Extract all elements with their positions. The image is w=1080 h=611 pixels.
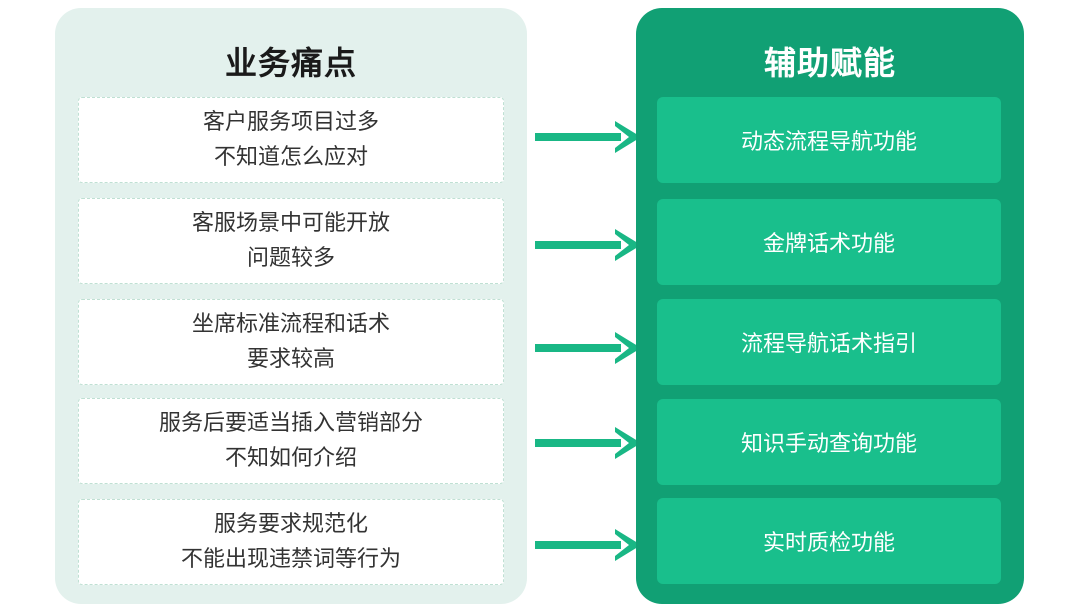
- right-arrow-icon: [535, 332, 641, 364]
- right-arrow-icon: [535, 229, 641, 261]
- pain-point-card: 客户服务项目过多 不知道怎么应对: [78, 97, 504, 183]
- pain-point-card: 坐席标准流程和话术 要求较高: [78, 299, 504, 385]
- pain-point-line: 服务要求规范化: [213, 512, 368, 537]
- function-card: 知识手动查询功能: [657, 399, 1001, 485]
- function-card: 动态流程导航功能: [657, 97, 1001, 183]
- pain-point-line: 问题较多: [246, 246, 335, 271]
- pain-point-line: 不知道怎么应对: [213, 145, 368, 170]
- enablement-panel: 辅助赋能 动态流程导航功能 金牌话术功能 流程导航话术指引 知识手动查询功能 实…: [636, 8, 1024, 604]
- pain-point-line: 客户服务项目过多: [202, 110, 379, 135]
- pain-point-line: 客服场景中可能开放: [191, 211, 390, 236]
- pain-points-title: 业务痛点: [224, 44, 357, 82]
- pain-point-line: 不能出现违禁词等行为: [180, 547, 401, 572]
- function-card: 流程导航话术指引: [657, 299, 1001, 385]
- right-arrow-icon: [535, 427, 641, 459]
- right-arrow-icon: [535, 529, 641, 561]
- enablement-title: 辅助赋能: [763, 44, 896, 82]
- pain-point-card: 服务要求规范化 不能出现违禁词等行为: [78, 499, 504, 585]
- pain-point-card: 客服场景中可能开放 问题较多: [78, 198, 504, 284]
- pain-points-panel: 业务痛点 客户服务项目过多 不知道怎么应对 客服场景中可能开放 问题较多 坐席标…: [55, 8, 527, 604]
- pain-point-line: 不知如何介绍: [224, 446, 357, 471]
- function-card: 金牌话术功能: [657, 199, 1001, 285]
- pain-point-line: 要求较高: [246, 347, 335, 372]
- pain-point-line: 服务后要适当插入营销部分: [158, 411, 423, 436]
- right-arrow-icon: [535, 121, 641, 153]
- pain-point-card: 服务后要适当插入营销部分 不知如何介绍: [78, 398, 504, 484]
- pain-point-line: 坐席标准流程和话术: [191, 312, 390, 337]
- function-card: 实时质检功能: [657, 498, 1001, 584]
